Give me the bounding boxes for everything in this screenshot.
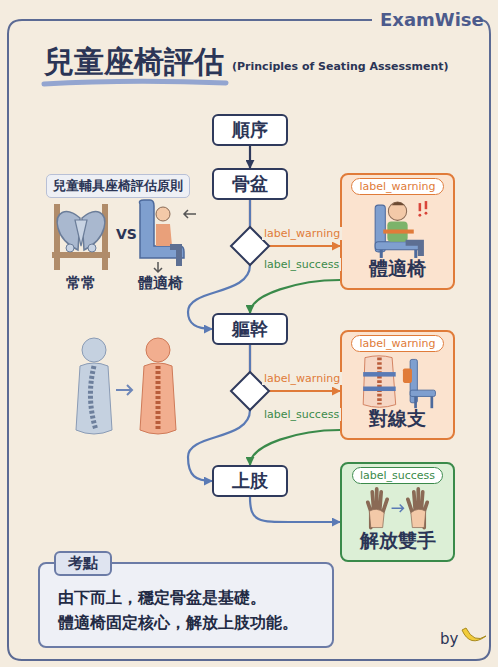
- note-box: 考點由下而上，穩定骨盆是基礎。 體適椅固定核心，解放上肢功能。: [38, 562, 334, 648]
- process-box: 軀幹: [212, 313, 288, 345]
- text-label: 常常: [66, 274, 96, 293]
- text-label: (Principles of Seating Assessment): [232, 60, 449, 73]
- box-text: 順序: [232, 118, 268, 142]
- connector: [188, 345, 250, 481]
- tag-row: label_warning: [342, 337, 453, 350]
- pelvis-illustration: [52, 204, 110, 270]
- edge-label: label_warning: [262, 372, 342, 385]
- result-box: label_success 解放雙手: [340, 462, 455, 562]
- process-box: 上肢: [212, 465, 288, 497]
- spine-comparison-illustration: [76, 338, 176, 434]
- status-tag: label_warning: [351, 178, 443, 195]
- connector: [249, 146, 251, 168]
- title-underline: [44, 81, 226, 84]
- box-icon: [346, 486, 449, 532]
- process-box: 骨盆: [212, 168, 288, 200]
- box-icon: [346, 354, 449, 410]
- edge-label: label_success: [262, 258, 341, 271]
- text-label: ExamWise: [380, 9, 484, 30]
- connector: [250, 497, 340, 522]
- box-text: 骨盆: [232, 172, 268, 196]
- text-label: 兒童輔具座椅評估原則: [46, 174, 190, 198]
- note-text: 由下而上，穩定骨盆是基礎。 體適椅固定核心，解放上肢功能。: [58, 586, 316, 636]
- result-box: label_warning 體適椅: [340, 173, 455, 290]
- note-tab: 考點: [54, 551, 112, 576]
- connector: [250, 280, 340, 313]
- result-text: 解放雙手: [342, 528, 453, 554]
- box-icon: [346, 197, 449, 260]
- fitting-chair-illustration: [140, 200, 197, 272]
- banana-icon: [462, 628, 486, 641]
- result-box: label_warning 對線支: [340, 330, 455, 440]
- connector: [188, 200, 250, 329]
- process-box: 順序: [212, 114, 288, 146]
- edge-label: label_warning: [262, 227, 342, 240]
- tag-row: label_warning: [342, 180, 453, 193]
- page-title: 兒童座椅評估: [44, 42, 224, 83]
- status-tag: label_success: [352, 467, 443, 484]
- tag-row: label_success: [342, 469, 453, 482]
- status-tag: label_warning: [351, 335, 443, 352]
- result-text: 對線支: [342, 406, 453, 432]
- box-text: 上肢: [232, 469, 268, 493]
- edge-label: label_success: [262, 408, 341, 421]
- connector: [250, 430, 340, 465]
- result-text: 體適椅: [342, 256, 453, 282]
- box-text: 軀幹: [232, 317, 268, 341]
- text-label: by: [440, 630, 458, 648]
- text-label: 體適椅: [138, 274, 183, 293]
- page-frame: [8, 20, 490, 660]
- text-label: VS: [116, 226, 137, 242]
